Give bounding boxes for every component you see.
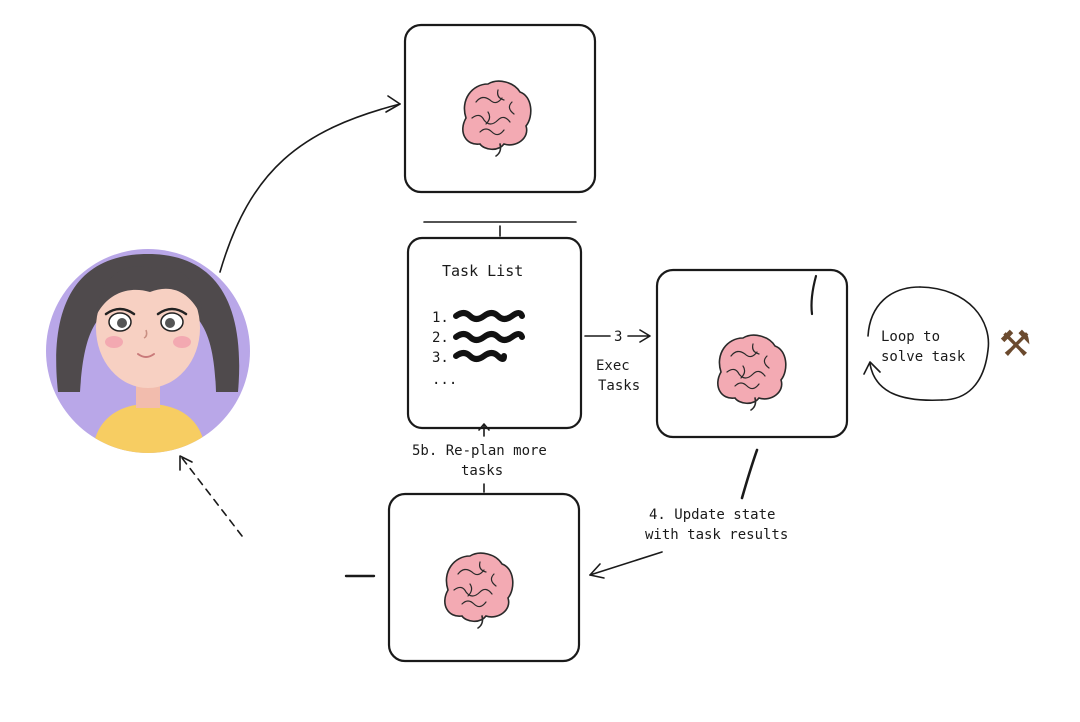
loop-label: solve task — [881, 349, 966, 365]
arrow-head — [589, 563, 605, 579]
task-item-number: 1. — [432, 310, 449, 326]
task-list-more: ... — [432, 372, 457, 388]
step-4-label: 4. Update state — [649, 507, 775, 523]
loop-arrow — [919, 286, 990, 401]
face — [96, 268, 200, 388]
arrow-user-to-planner — [219, 103, 401, 273]
hammer-and-wrench-icon: ⚒ — [999, 324, 1031, 365]
loop-arrow — [867, 286, 921, 337]
task-placeholder-scribble — [453, 331, 525, 343]
arrow-executor-to-updater — [740, 448, 759, 500]
arrow-task-list-to-executor — [627, 329, 651, 343]
loop-label: Loop to — [881, 329, 940, 345]
task-placeholder-scribble — [453, 310, 525, 322]
step-3-number: 3 — [614, 329, 622, 345]
task-item-number: 3. — [432, 350, 449, 366]
loop-arrow — [863, 361, 943, 402]
user-avatar — [46, 249, 250, 453]
shirt — [92, 404, 206, 453]
task-list-title: Task List — [442, 262, 523, 280]
step-3-label: Exec — [596, 358, 630, 374]
step-3-label: Tasks — [598, 378, 640, 394]
arrow-updater-to-task-list — [478, 423, 490, 437]
step-5b-label: 5b. Re-plan more — [412, 443, 547, 459]
step-4-label: with task results — [645, 527, 788, 543]
arrow-executor-to-updater — [589, 551, 663, 576]
arrow-updater-to-user — [181, 457, 243, 537]
arrow-head — [179, 455, 193, 471]
arrow-head — [385, 95, 401, 113]
task-item-number: 2. — [432, 330, 449, 346]
task-placeholder-scribble — [453, 350, 507, 362]
step-5b-label: tasks — [461, 463, 503, 479]
